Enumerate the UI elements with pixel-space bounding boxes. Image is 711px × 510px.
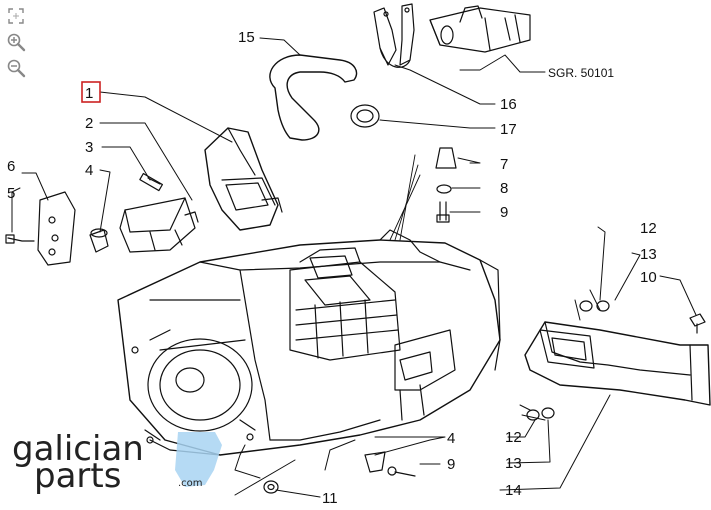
- brand-suffix: .com: [178, 478, 203, 489]
- part-13-washer-upper[interactable]: [596, 300, 610, 312]
- part-15-hose[interactable]: [269, 54, 358, 141]
- zoom-in-icon[interactable]: [6, 32, 26, 52]
- callout-9-lower[interactable]: 9: [447, 456, 455, 473]
- callout-11[interactable]: 11: [322, 490, 338, 507]
- part-16-clamp[interactable]: [373, 3, 415, 68]
- zoom-toolbar: [6, 6, 28, 84]
- part-6-plate[interactable]: [37, 191, 76, 266]
- callout-12-lower[interactable]: 12: [505, 429, 522, 446]
- part-2-actuator[interactable]: [119, 197, 199, 253]
- callout-2[interactable]: 2: [85, 115, 93, 132]
- reference-code: SGR. 50101: [548, 66, 614, 80]
- callout-3[interactable]: 3: [85, 139, 93, 156]
- part-17-ring[interactable]: [350, 104, 380, 128]
- part-14-lower-duct[interactable]: [524, 321, 711, 406]
- callout-16[interactable]: 16: [500, 96, 517, 113]
- part-12-nut-lower[interactable]: [526, 409, 540, 421]
- zoom-out-icon[interactable]: [6, 58, 26, 78]
- part-13-washer-lower[interactable]: [541, 407, 555, 419]
- brand-line-2: parts: [34, 456, 121, 496]
- part-10-screw[interactable]: [689, 313, 706, 334]
- leader-lines: [11, 37, 697, 498]
- callouts: 1 2 3 4 5 6 7 8 9 10 11 12 13 12 13 14 1…: [7, 29, 657, 507]
- callout-13-upper[interactable]: 13: [640, 246, 657, 263]
- fit-screen-icon[interactable]: [6, 6, 26, 26]
- callout-17[interactable]: 17: [500, 121, 517, 138]
- brand-line-1: galician: [12, 429, 144, 469]
- callout-5[interactable]: 5: [7, 185, 15, 202]
- brand-logo: galician parts .com: [12, 429, 222, 496]
- part-12-nut-upper[interactable]: [579, 300, 593, 312]
- part-5-screw[interactable]: [5, 234, 35, 244]
- part-4-grommet[interactable]: [89, 228, 109, 253]
- callout-6[interactable]: 6: [7, 158, 15, 175]
- callout-12-upper[interactable]: 12: [640, 220, 657, 237]
- callout-1-highlight: [81, 81, 101, 103]
- part-9-screw-lower[interactable]: [387, 466, 416, 477]
- part-1-air-duct[interactable]: [204, 127, 283, 231]
- callout-8[interactable]: 8: [500, 180, 508, 197]
- callout-14[interactable]: 14: [505, 482, 522, 499]
- part-4-grommet-lower[interactable]: [364, 451, 386, 473]
- part-valve-sgr-50101[interactable]: [429, 5, 531, 53]
- brand-map-icon: [175, 432, 222, 487]
- part-9-screw-upper[interactable]: [436, 201, 450, 223]
- callout-4-upper[interactable]: 4: [85, 162, 93, 179]
- callout-4-lower[interactable]: 4: [447, 430, 455, 447]
- heater-housing: [117, 229, 501, 456]
- callout-9-upper[interactable]: 9: [500, 204, 508, 221]
- callout-15[interactable]: 15: [238, 29, 255, 46]
- part-3-screw[interactable]: [139, 172, 163, 192]
- callout-13-lower[interactable]: 13: [505, 455, 522, 472]
- callout-1[interactable]: 1: [85, 85, 93, 102]
- part-8-nut[interactable]: [436, 184, 452, 194]
- callout-10[interactable]: 10: [640, 269, 657, 286]
- part-11-nut[interactable]: [263, 480, 279, 494]
- part-7-cap[interactable]: [435, 147, 457, 169]
- callout-7[interactable]: 7: [500, 156, 508, 173]
